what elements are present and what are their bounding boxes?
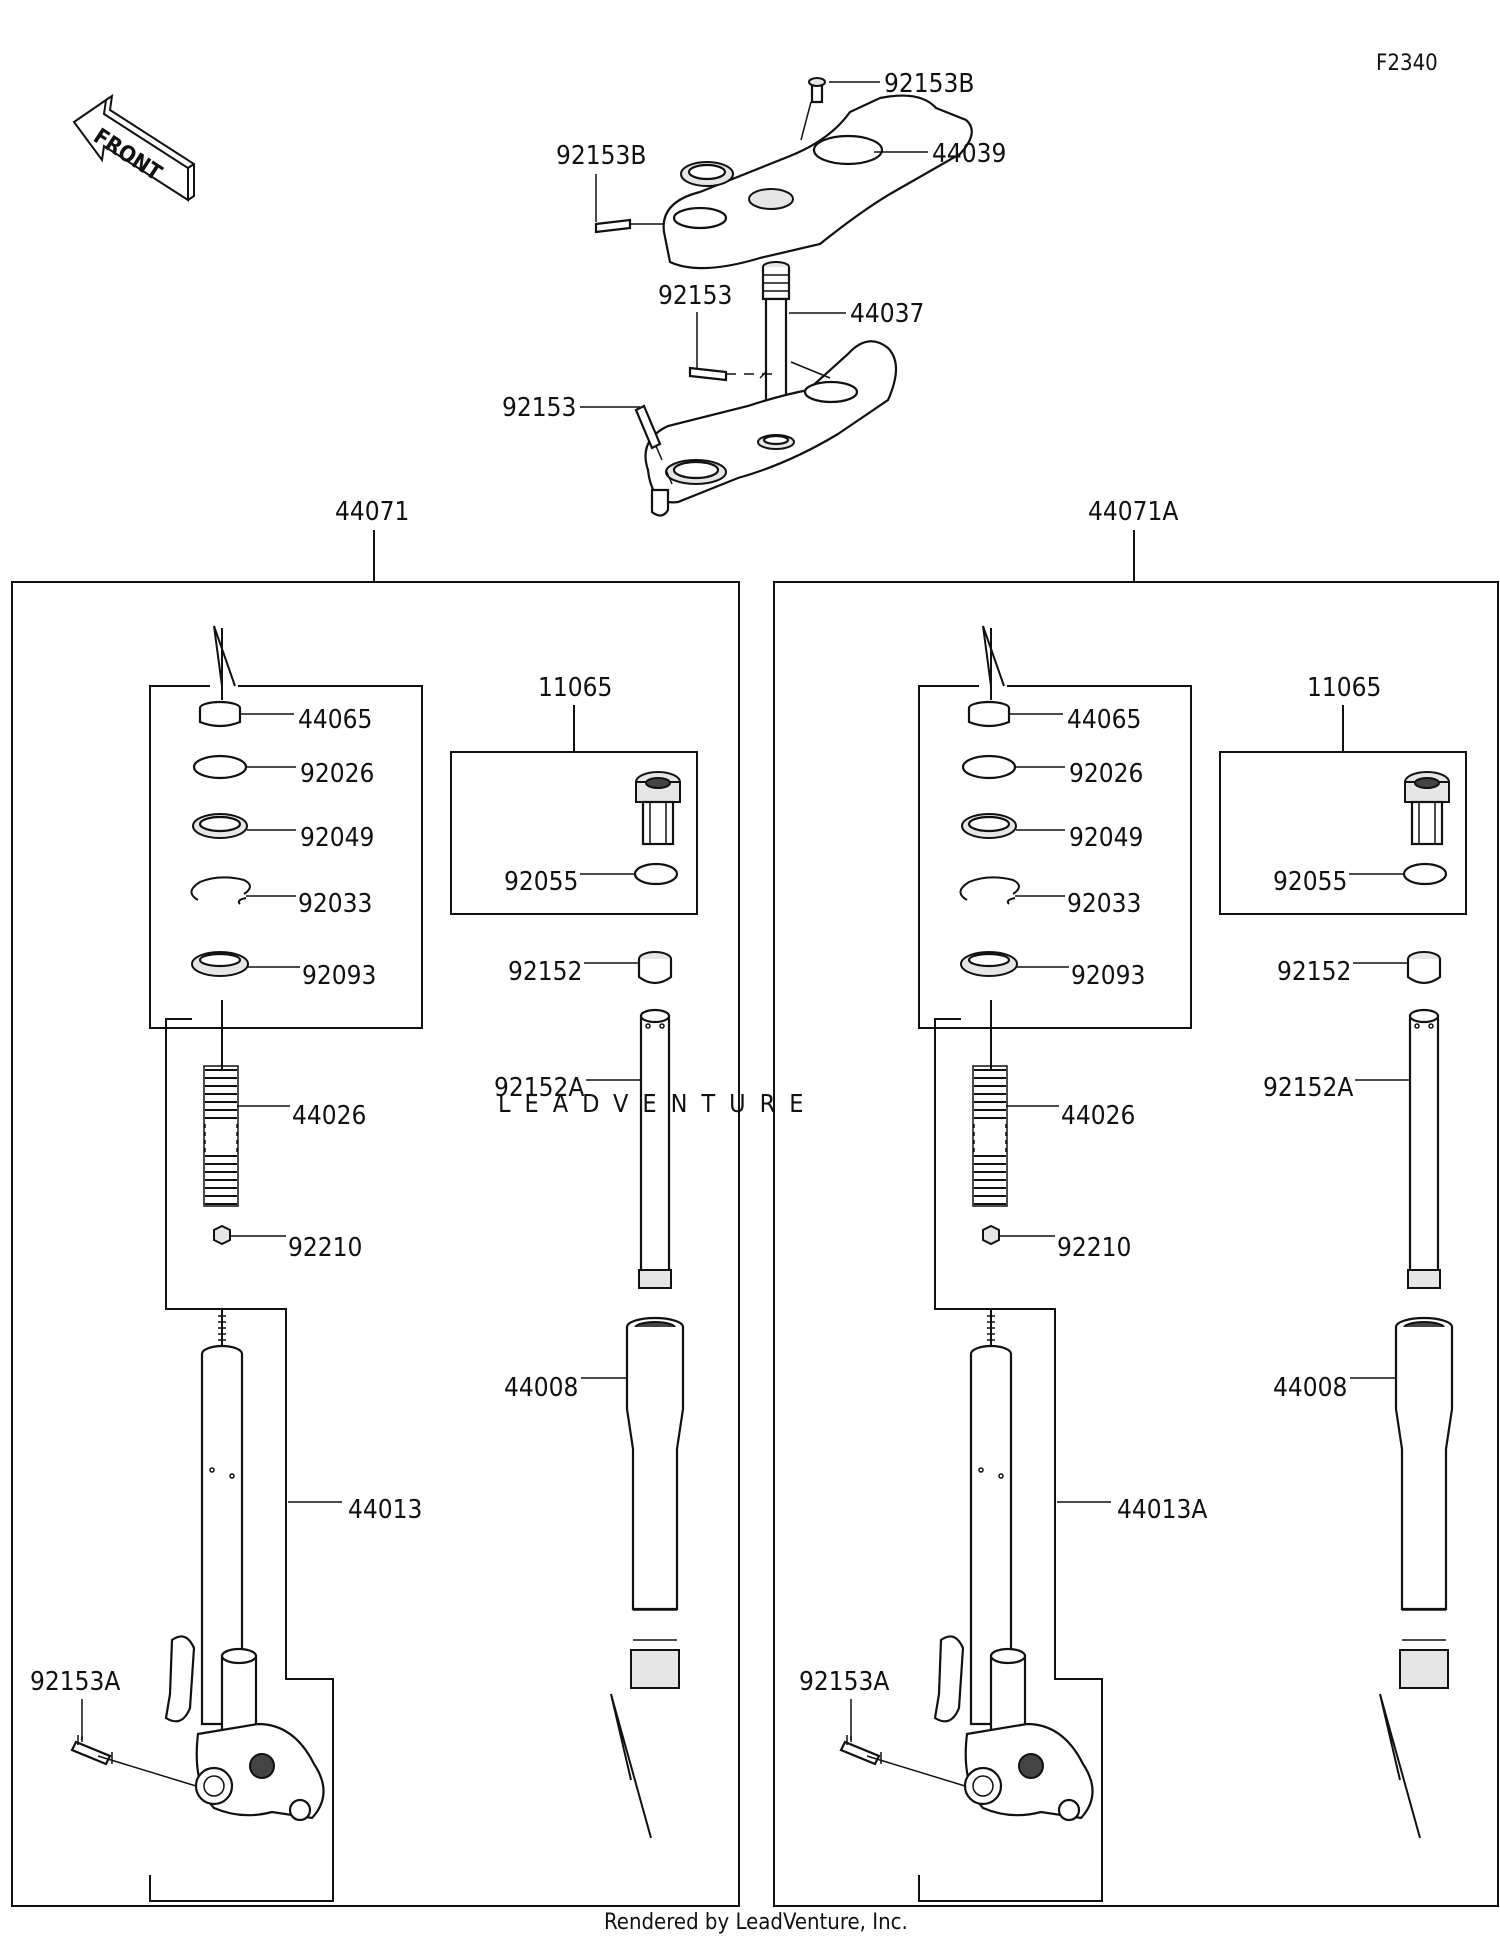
left-assembly-title: 44071 [335, 497, 409, 527]
right-label-92033: 92033 [1067, 889, 1141, 919]
label-upper-bracket: 44039 [932, 139, 1006, 169]
diagram-code: F2340 [1376, 51, 1438, 76]
label-bolt-top-left: 92153B [556, 141, 646, 171]
left-labels: 44065 92026 92049 92033 92093 44026 9221… [30, 673, 612, 1697]
right-label-92049: 92049 [1069, 823, 1143, 853]
label-stem: 44037 [850, 299, 924, 329]
left-label-92153a: 92153A [30, 1667, 120, 1697]
left-label-44065: 44065 [298, 705, 372, 735]
right-label-92153a: 92153A [799, 1667, 889, 1697]
right-label-44065: 44065 [1067, 705, 1141, 735]
left-label-44013: 44013 [348, 1495, 422, 1525]
label-stem-right-bolt: 92153 [658, 281, 732, 311]
footer-credit: Rendered by LeadVenture, Inc. [604, 1910, 908, 1935]
left-label-92055: 92055 [504, 867, 578, 897]
right-label-44026: 44026 [1061, 1101, 1135, 1131]
upper-bracket-drawing [662, 77, 973, 270]
left-label-92093: 92093 [302, 961, 376, 991]
left-label-92049: 92049 [300, 823, 374, 853]
right-label-92152a: 92152A [1263, 1073, 1353, 1103]
right-assembly-title: 44071A [1088, 497, 1178, 527]
right-label-92210: 92210 [1057, 1233, 1131, 1263]
front-label: FRONT [89, 124, 166, 186]
right-label-92152: 92152 [1277, 957, 1351, 987]
left-fork-drawing [70, 624, 699, 1903]
left-label-92033: 92033 [298, 889, 372, 919]
right-label-92055: 92055 [1273, 867, 1347, 897]
left-label-92026: 92026 [300, 759, 374, 789]
left-label-11065: 11065 [538, 673, 612, 703]
right-label-92093: 92093 [1071, 961, 1145, 991]
right-fork-drawing [839, 624, 1468, 1903]
left-label-92152: 92152 [508, 957, 582, 987]
watermark: LEADVENTURE [498, 1089, 817, 1118]
stem-drawing [644, 261, 898, 517]
label-bolt-top-right: 92153B [884, 69, 974, 99]
left-assembly-frame [11, 581, 740, 1907]
left-label-44008: 44008 [504, 1373, 578, 1403]
right-assembly-frame [773, 581, 1499, 1907]
left-label-44026: 44026 [292, 1101, 366, 1131]
left-label-92152a: 92152A [494, 1073, 584, 1103]
left-label-92210: 92210 [288, 1233, 362, 1263]
label-stem-left-bolt: 92153 [502, 393, 576, 423]
right-label-44013a: 44013A [1117, 1495, 1207, 1525]
right-label-11065: 11065 [1307, 673, 1381, 703]
right-labels: 44065 92026 92049 92033 92093 44026 9221… [799, 673, 1381, 1697]
front-arrow-icon: FRONT [72, 93, 195, 202]
right-label-92026: 92026 [1069, 759, 1143, 789]
bolt-92153-left-icon [580, 404, 673, 485]
right-label-44008: 44008 [1273, 1373, 1347, 1403]
bolt-92153-right-icon [688, 312, 772, 382]
bolt-92153b-left-icon [594, 174, 664, 234]
